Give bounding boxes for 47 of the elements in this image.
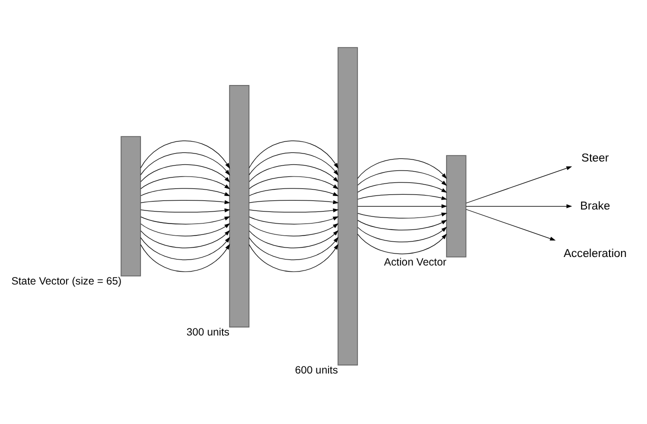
arrow	[357, 234, 447, 254]
arrow	[248, 176, 339, 190]
arrow	[248, 236, 338, 260]
arrow	[140, 164, 230, 182]
arrow	[140, 244, 230, 272]
arrow	[140, 200, 230, 204]
arrow	[357, 182, 448, 193]
node-text: Acceleration	[564, 248, 627, 260]
arrow	[140, 140, 230, 169]
arrow	[357, 204, 448, 208]
arrow	[140, 236, 230, 260]
arrow	[466, 166, 572, 204]
arrow	[357, 220, 448, 230]
node-label: 300 units	[186, 326, 230, 339]
arrow	[248, 188, 339, 196]
node-bar	[446, 155, 466, 258]
arrow	[140, 230, 230, 248]
arrow	[357, 212, 448, 218]
arrow	[466, 204, 572, 208]
arrow	[248, 164, 338, 182]
arrow	[248, 230, 338, 248]
arrow	[248, 244, 338, 272]
arrow	[357, 194, 448, 200]
node-text: Steer	[581, 152, 609, 165]
arrow	[140, 216, 230, 224]
arrow	[357, 158, 447, 179]
arrow	[140, 152, 230, 176]
arrow	[140, 176, 230, 190]
arrow	[248, 223, 339, 236]
arrow	[357, 170, 447, 186]
arrow	[248, 140, 338, 169]
node-bar	[229, 85, 250, 328]
arrow	[248, 208, 339, 213]
arrow	[357, 226, 447, 242]
node-label: 600 units	[294, 364, 338, 376]
arrow	[248, 216, 339, 224]
node-label: Action Vector	[384, 256, 446, 268]
arrow	[140, 188, 230, 196]
arrow	[248, 152, 338, 176]
arrow	[140, 208, 230, 213]
node-bar	[338, 47, 358, 366]
node-bar	[120, 136, 141, 276]
arrow	[140, 223, 230, 236]
node-label: State Vector (size = 65)	[11, 275, 122, 288]
arrow	[466, 209, 556, 241]
node-text: Brake	[580, 200, 610, 212]
arrow	[248, 200, 339, 204]
